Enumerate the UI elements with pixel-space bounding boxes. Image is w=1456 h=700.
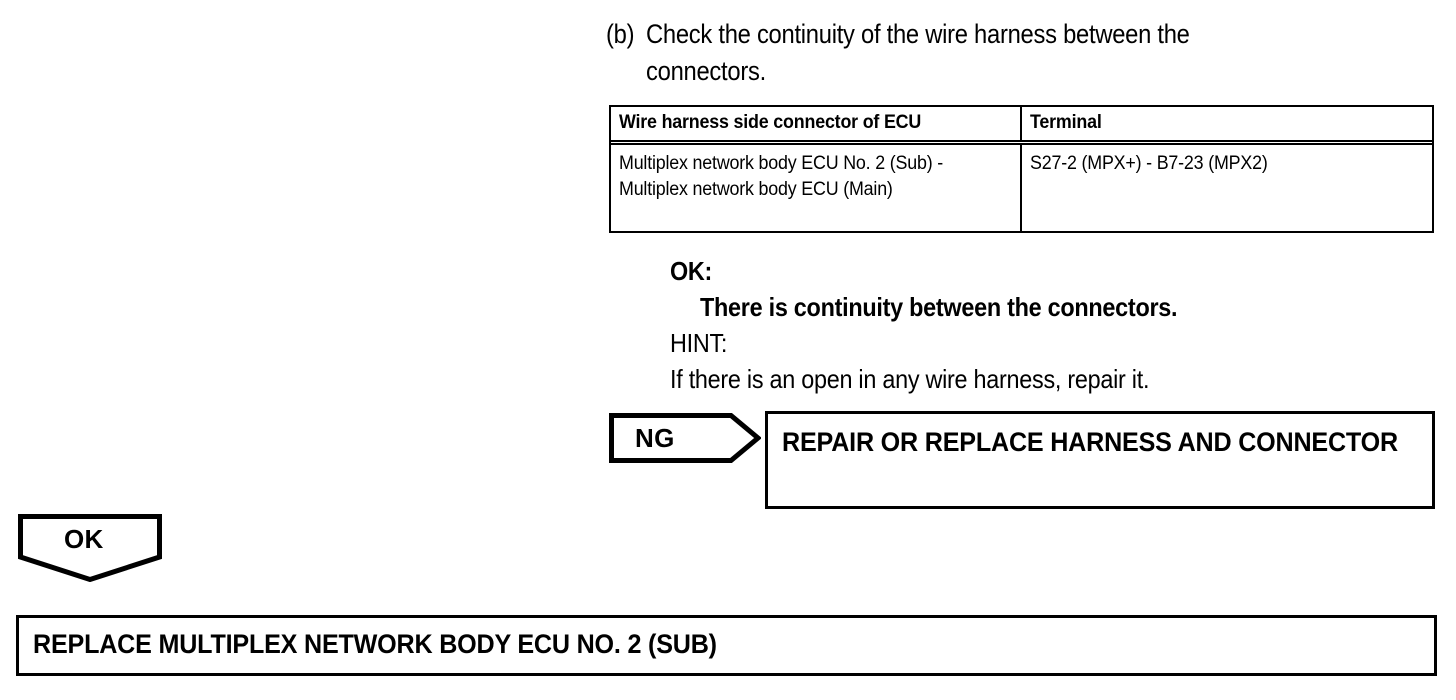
table-header-terminal: Terminal xyxy=(1030,112,1102,133)
table-header-connector: Wire harness side connector of ECU xyxy=(611,107,1022,140)
table-row: Multiplex network body ECU No. 2 (Sub) -… xyxy=(611,145,1432,231)
ng-action-text: REPAIR OR REPLACE HARNESS AND CONNECTOR xyxy=(782,427,1398,457)
ok-action-box: REPLACE MULTIPLEX NETWORK BODY ECU NO. 2… xyxy=(16,615,1437,676)
ng-flag: NG xyxy=(609,413,761,463)
result-criteria-block: OK: There is continuity between the conn… xyxy=(670,253,1430,397)
ok-flag-arrow-icon xyxy=(18,514,162,582)
hint-text: If there is an open in any wire harness,… xyxy=(670,364,1150,394)
ok-condition: There is continuity between the connecto… xyxy=(700,292,1178,322)
table-cell-terminal: S27-2 (MPX+) - B7-23 (MPX2) xyxy=(1030,153,1268,174)
ng-flag-label: NG xyxy=(635,423,675,453)
table-header-row: Wire harness side connector of ECU Termi… xyxy=(611,107,1432,145)
ng-action-box: REPAIR OR REPLACE HARNESS AND CONNECTOR xyxy=(765,411,1435,509)
specification-table: Wire harness side connector of ECU Termi… xyxy=(609,105,1434,233)
ok-flag: OK xyxy=(18,514,162,582)
table-cell-connector: Multiplex network body ECU No. 2 (Sub) -… xyxy=(611,145,1022,231)
step-paragraph: (b) Check the continuity of the wire har… xyxy=(606,16,1406,90)
step-label: (b) xyxy=(606,19,635,49)
ok-action-text: REPLACE MULTIPLEX NETWORK BODY ECU NO. 2… xyxy=(33,629,717,659)
hint-label: HINT: xyxy=(670,328,728,358)
ok-flag-label: OK xyxy=(64,524,104,554)
step-text: Check the continuity of the wire harness… xyxy=(646,19,1190,86)
ng-flag-arrow-icon xyxy=(609,413,761,463)
ok-label: OK: xyxy=(670,256,713,286)
